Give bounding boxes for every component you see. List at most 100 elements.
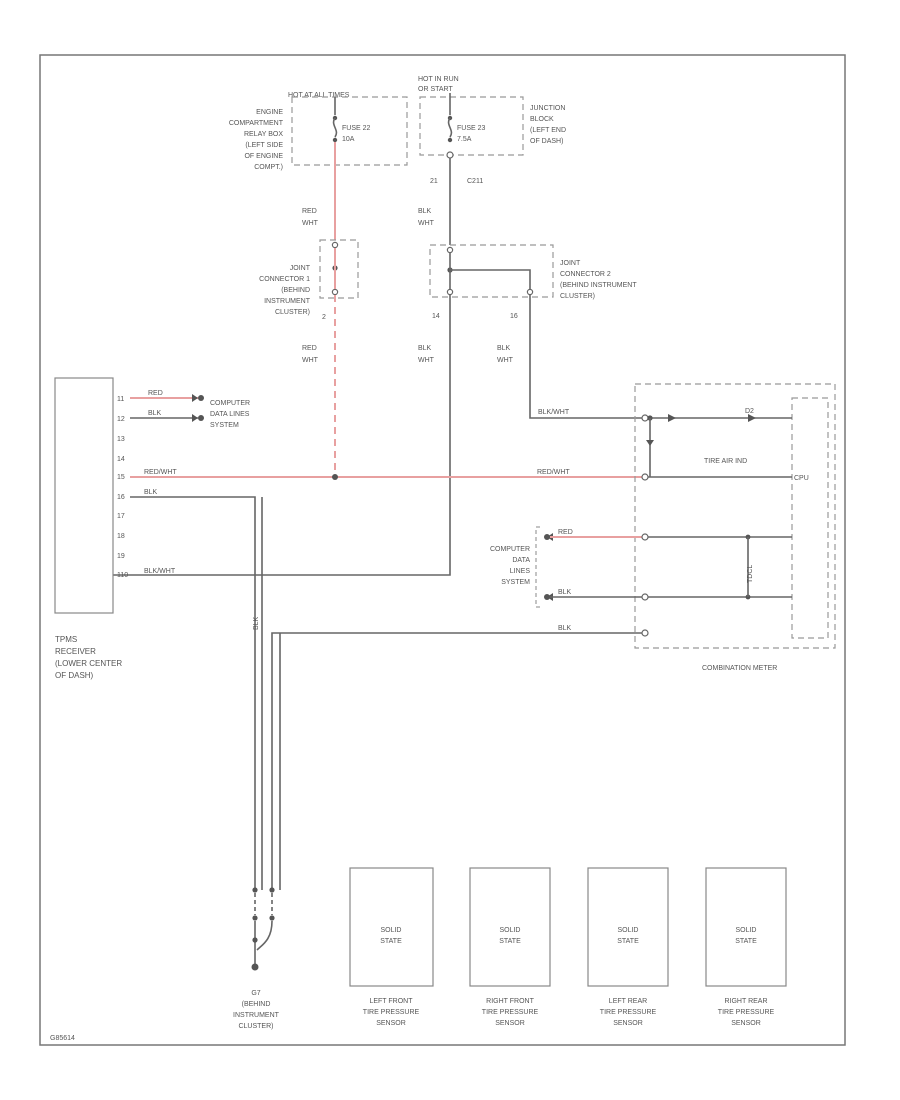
svg-text:COMPARTMENT: COMPARTMENT xyxy=(229,120,284,127)
svg-text:18: 18 xyxy=(117,533,125,540)
blk-wht-wire-receiver xyxy=(110,295,451,576)
fuse-23-icon xyxy=(447,117,453,138)
receiver-blk-wht-label: BLK/WHT xyxy=(144,568,176,575)
svg-text:STATE: STATE xyxy=(380,938,402,945)
svg-text:7.5A: 7.5A xyxy=(457,136,472,143)
fuse-22-label: FUSE 22 10A xyxy=(342,125,371,143)
svg-text:RIGHT FRONT: RIGHT FRONT xyxy=(486,998,534,1005)
svg-text:G7: G7 xyxy=(251,990,260,997)
svg-text:TIRE PRESSURE: TIRE PRESSURE xyxy=(482,1009,539,1016)
receiver-red-label: RED xyxy=(148,390,163,397)
svg-text:110: 110 xyxy=(117,572,128,579)
blk-wht-label-right: BLK WHT xyxy=(497,345,514,364)
svg-text:WHT: WHT xyxy=(497,357,514,364)
start-run-label: OR START xyxy=(418,86,453,93)
svg-text:WHT: WHT xyxy=(418,357,435,364)
pin-14-label: 14 xyxy=(432,313,440,320)
svg-text:SYSTEM: SYSTEM xyxy=(210,422,239,429)
svg-text:JOINT: JOINT xyxy=(560,260,581,267)
blk-wht-label-middle: BLK WHT xyxy=(418,345,435,364)
svg-text:DATA LINES: DATA LINES xyxy=(210,411,250,418)
svg-text:(BEHIND: (BEHIND xyxy=(281,287,310,294)
svg-text:WHT: WHT xyxy=(302,220,319,227)
hot-in-run-label: HOT IN RUN xyxy=(418,76,459,83)
svg-text:BLK: BLK xyxy=(418,208,432,215)
sensor-right-front: SOLID STATE RIGHT FRONT TIRE PRESSURE SE… xyxy=(469,867,551,1027)
hot-at-all-times-label: HOT AT ALL TIMES xyxy=(288,92,350,99)
svg-text:RECEIVER: RECEIVER xyxy=(55,647,96,656)
svg-text:SYSTEM: SYSTEM xyxy=(501,579,530,586)
svg-text:CLUSTER): CLUSTER) xyxy=(238,1023,273,1030)
svg-text:WHT: WHT xyxy=(302,357,319,364)
meter-ground-wire xyxy=(271,632,642,890)
svg-text:SOLID: SOLID xyxy=(617,927,638,934)
c211-label: C211 xyxy=(467,178,483,185)
svg-text:11: 11 xyxy=(117,396,124,403)
receiver-red-wht-label: RED/WHT xyxy=(144,469,177,476)
svg-text:(BEHIND: (BEHIND xyxy=(242,1001,271,1008)
svg-text:CONNECTOR 2: CONNECTOR 2 xyxy=(560,271,611,278)
combination-meter xyxy=(634,383,836,649)
svg-text:(BEHIND INSTRUMENT: (BEHIND INSTRUMENT xyxy=(560,282,637,289)
svg-text:INSTRUMENT: INSTRUMENT xyxy=(264,298,311,305)
pin-16-label: 16 xyxy=(510,313,518,320)
red-wht-meter-label: RED/WHT xyxy=(537,469,570,476)
svg-text:BLOCK: BLOCK xyxy=(530,116,554,123)
svg-text:SENSOR: SENSOR xyxy=(613,1020,643,1027)
junction-block xyxy=(419,96,524,156)
receiver-blk-label: BLK xyxy=(148,410,162,417)
joint-connector-1-label: JOINT CONNECTOR 1 (BEHIND INSTRUMENT CLU… xyxy=(259,265,311,316)
svg-text:13: 13 xyxy=(117,436,125,443)
svg-text:DATA: DATA xyxy=(512,557,530,564)
blk-wht-wire-meter xyxy=(529,295,645,419)
svg-text:STATE: STATE xyxy=(499,938,521,945)
meter-ground-label: BLK xyxy=(558,625,572,632)
svg-text:JUNCTION: JUNCTION xyxy=(530,105,565,112)
fuse-22-icon xyxy=(332,117,338,138)
sensor-left-rear: SOLID STATE LEFT REAR TIRE PRESSURE SENS… xyxy=(587,867,669,1027)
svg-text:TPMS: TPMS xyxy=(55,635,77,644)
svg-text:SOLID: SOLID xyxy=(380,927,401,934)
bulb-icon xyxy=(646,440,654,446)
svg-text:LEFT FRONT: LEFT FRONT xyxy=(369,998,413,1005)
svg-text:LEFT REAR: LEFT REAR xyxy=(609,998,647,1005)
svg-text:19: 19 xyxy=(117,553,125,560)
svg-text:RED: RED xyxy=(302,345,317,352)
d2-diode-icon xyxy=(748,414,756,422)
svg-text:INSTRUMENT: INSTRUMENT xyxy=(233,1012,280,1019)
tire-air-ind-label: TIRE AIR IND xyxy=(704,458,747,465)
svg-text:RIGHT REAR: RIGHT REAR xyxy=(724,998,767,1005)
svg-text:FUSE 23: FUSE 23 xyxy=(457,125,486,132)
svg-text:(LOWER CENTER: (LOWER CENTER xyxy=(55,659,122,668)
svg-text:TIRE PRESSURE: TIRE PRESSURE xyxy=(600,1009,657,1016)
sensor-right-rear: SOLID STATE RIGHT REAR TIRE PRESSURE SEN… xyxy=(705,867,787,1027)
ground-wire-blk-label: BLK xyxy=(253,616,260,630)
ground-point-icon xyxy=(251,963,259,971)
sensor-left-front: SOLID STATE LEFT FRONT TIRE PRESSURE SEN… xyxy=(349,867,434,1027)
svg-text:STATE: STATE xyxy=(617,938,639,945)
svg-text:SENSOR: SENSOR xyxy=(495,1020,525,1027)
pin-21-label: 21 xyxy=(430,178,438,185)
tpms-receiver xyxy=(54,377,114,614)
computer-data-lines-2-label: COMPUTER DATA LINES SYSTEM xyxy=(490,546,530,586)
meter-red-label: RED xyxy=(558,529,573,536)
svg-text:LINES: LINES xyxy=(510,568,531,575)
svg-text:ENGINE: ENGINE xyxy=(256,109,283,116)
svg-text:10A: 10A xyxy=(342,136,355,143)
computer-data-lines-label: COMPUTER DATA LINES SYSTEM xyxy=(210,400,250,429)
svg-text:(LEFT END: (LEFT END xyxy=(530,127,566,134)
ground-g7-label: G7 (BEHIND INSTRUMENT CLUSTER) xyxy=(233,990,280,1030)
joint-connector-1 xyxy=(319,239,359,299)
svg-text:COMPUTER: COMPUTER xyxy=(210,400,250,407)
tdcl-label: TDCL xyxy=(747,565,754,583)
indicator-diode-icon xyxy=(668,414,676,422)
svg-text:OF ENGINE: OF ENGINE xyxy=(244,153,283,160)
svg-text:SENSOR: SENSOR xyxy=(376,1020,406,1027)
svg-text:RELAY BOX: RELAY BOX xyxy=(244,131,283,138)
tpms-receiver-label: TPMS RECEIVER (LOWER CENTER OF DASH) xyxy=(55,635,122,680)
svg-text:CONNECTOR 1: CONNECTOR 1 xyxy=(259,276,310,283)
svg-text:RED: RED xyxy=(302,208,317,215)
meter-blk-label: BLK xyxy=(558,589,572,596)
svg-text:TIRE PRESSURE: TIRE PRESSURE xyxy=(363,1009,420,1016)
